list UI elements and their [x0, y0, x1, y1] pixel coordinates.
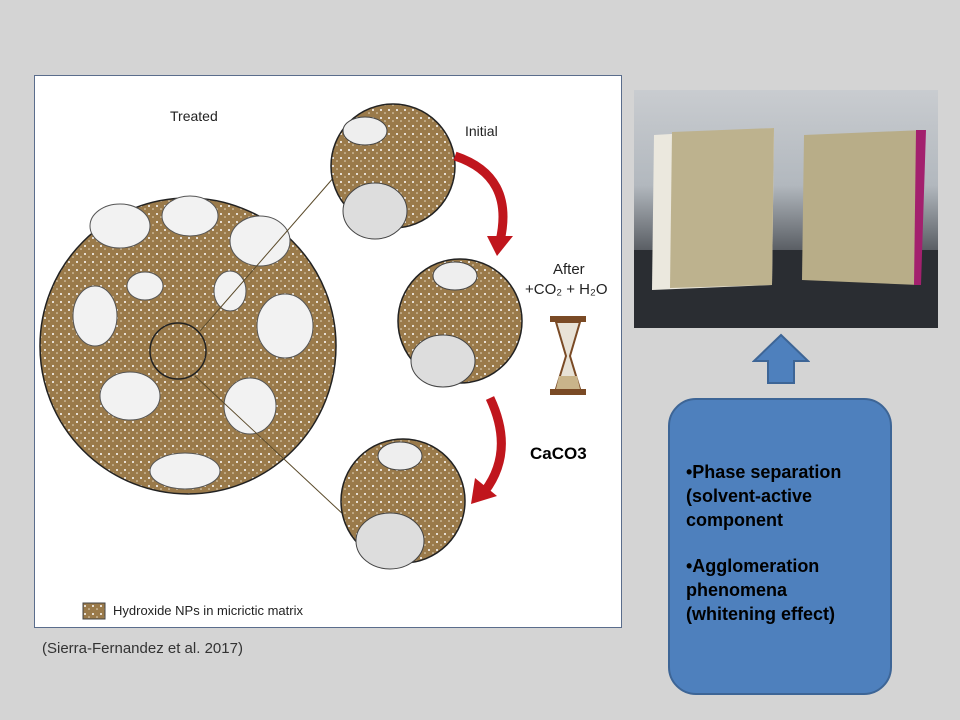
reaction-label: +CO₂ + H₂O [525, 281, 608, 298]
caco3-zoom-circle [340, 438, 466, 570]
citation-text: (Sierra-Fernandez et al. 2017) [42, 640, 243, 657]
observations-box: •Phase separation (solvent-active compon… [668, 398, 892, 695]
bullet-phase-separation: •Phase separation (solvent-active compon… [686, 462, 842, 530]
red-arrow-1-head [487, 236, 513, 256]
bullet-agglomeration: •Agglomeration phenomena (whitening effe… [686, 556, 835, 624]
legend-label: Hydroxide NPs in micrictic matrix [113, 603, 303, 618]
initial-label: Initial [465, 123, 498, 139]
red-arrow-1 [453, 151, 508, 243]
caco3-label: CaCO3 [530, 444, 587, 463]
red-arrow-2-head [471, 478, 497, 504]
treated-label: Treated [170, 108, 218, 124]
figure-panel: Treated Initial After +CO₂ + H₂O Hydroxi… [34, 75, 622, 628]
nanoparticle-diagram [39, 103, 586, 620]
after-zoom-circle [397, 258, 523, 388]
up-arrow-icon [752, 333, 810, 384]
after-label: After [553, 261, 585, 278]
right-stone-block [802, 130, 924, 285]
initial-zoom-circle [330, 103, 456, 240]
treated-circle [39, 175, 346, 517]
stone-samples-photo [634, 90, 938, 328]
legend-swatch [82, 602, 106, 620]
hourglass-icon [550, 316, 586, 395]
red-arrow-2 [481, 396, 506, 494]
